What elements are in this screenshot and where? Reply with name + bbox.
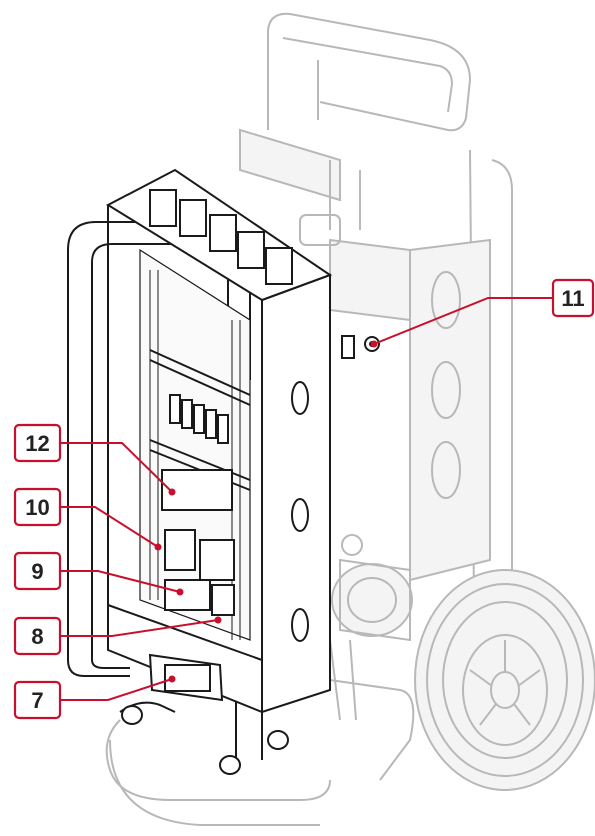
callout-9: 9 (13, 551, 62, 591)
breaker-row (169, 394, 229, 444)
leader-lines (60, 297, 553, 701)
contactor-row (149, 189, 293, 285)
leader-12-dot (168, 488, 176, 496)
callout-9-label: 9 (31, 559, 43, 584)
callout-7-label: 7 (31, 688, 43, 713)
callout-11-label: 11 (561, 286, 584, 311)
callout-10-label: 10 (25, 495, 49, 520)
trolley-frame (105, 12, 513, 826)
callout-8-label: 8 (31, 624, 43, 649)
electrical-cabinet (105, 168, 333, 714)
leader-8 (60, 619, 219, 637)
callout-12: 12 (13, 423, 62, 463)
leader-10-dot (154, 543, 162, 551)
connector-block (119, 653, 289, 775)
leader-9 (60, 570, 181, 593)
callout-7: 7 (13, 680, 62, 720)
leader-11 (373, 297, 553, 345)
leader-9-dot (176, 588, 184, 596)
callout-11: 11 (551, 278, 595, 318)
sensor-11 (341, 335, 380, 359)
leader-10 (60, 506, 159, 548)
leader-11-dot (370, 340, 378, 348)
leader-12 (60, 442, 173, 493)
callout-10: 10 (13, 487, 62, 527)
pump-assembly (299, 160, 413, 721)
callout-12-label: 12 (25, 431, 49, 456)
callout-8: 8 (13, 616, 62, 656)
leader-7-dot (168, 675, 176, 683)
leader-8-dot (214, 616, 222, 624)
leader-7 (60, 678, 173, 701)
wheel (414, 569, 595, 791)
